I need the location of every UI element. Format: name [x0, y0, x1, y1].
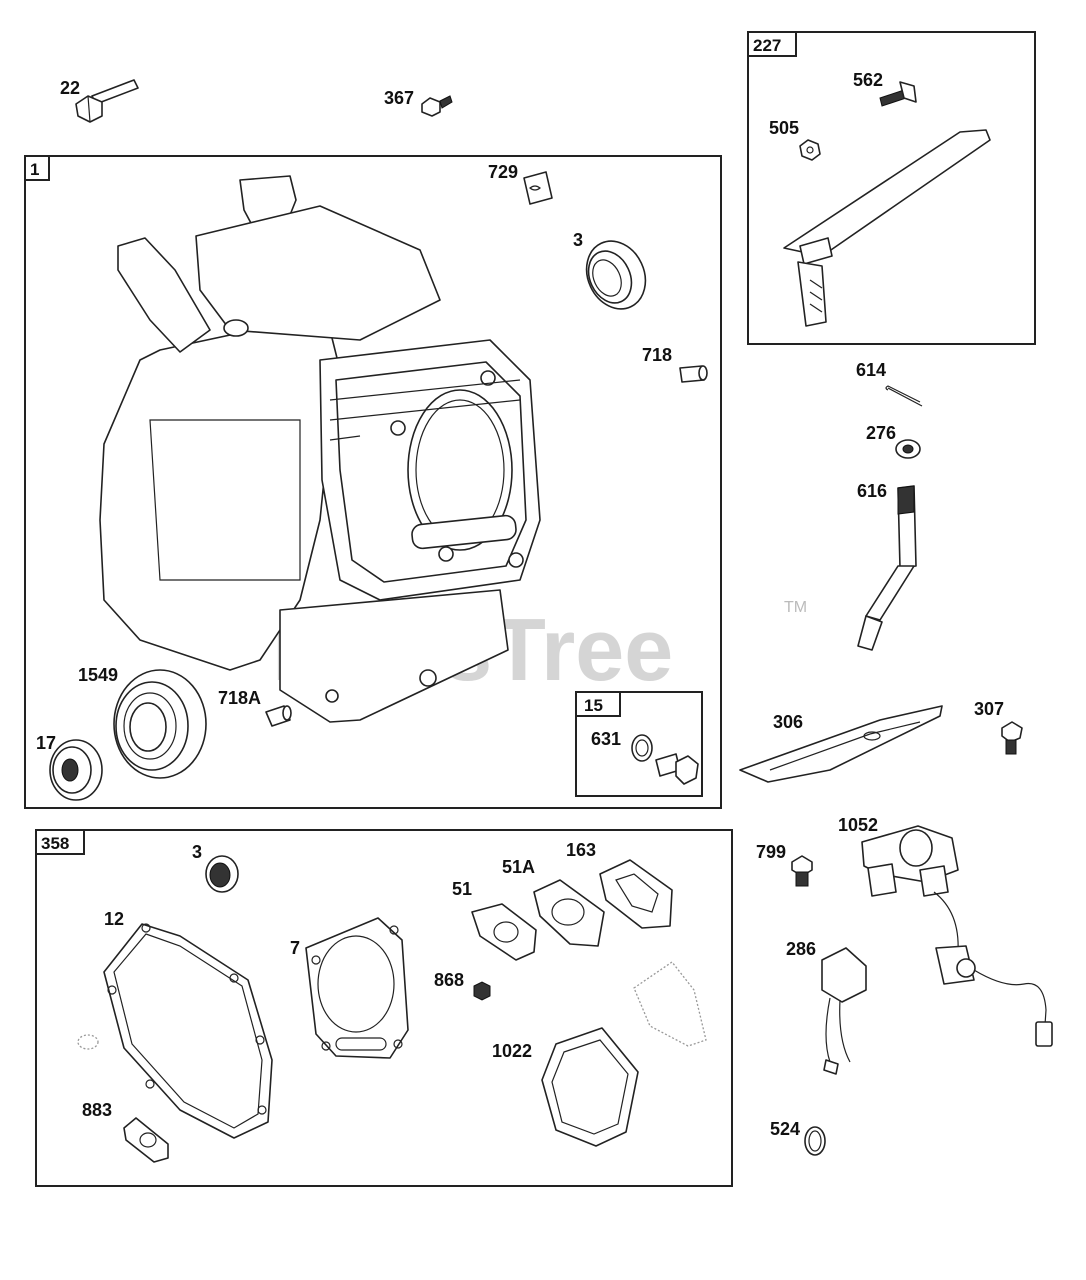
part-label-276[interactable]: 276: [866, 423, 896, 443]
group-tag-box-358: [35, 829, 85, 855]
group-box-227: [747, 31, 1036, 345]
part-616-shaft[interactable]: [857, 485, 917, 651]
part-1-cylinder-block[interactable]: [99, 175, 541, 723]
group-tag-box-227: [747, 31, 797, 57]
part-label-163[interactable]: 163: [566, 840, 596, 860]
part-3-oil-seal[interactable]: [576, 231, 656, 318]
part-label-524[interactable]: 524: [770, 1119, 800, 1139]
part-label-799[interactable]: 799: [756, 842, 786, 862]
part-label-718[interactable]: 718: [642, 345, 672, 365]
part-label-306[interactable]: 306: [773, 712, 803, 732]
part-label-51A[interactable]: 51A: [502, 857, 535, 877]
part-label-505[interactable]: 505: [769, 118, 799, 138]
part-631-washer[interactable]: [631, 734, 653, 762]
part-label-51[interactable]: 51: [452, 879, 472, 899]
group-box-15: [575, 691, 703, 797]
part-label-1549[interactable]: 1549: [78, 665, 118, 685]
part-868-nut[interactable]: [473, 981, 491, 1001]
part-label-718A[interactable]: 718A: [218, 688, 261, 708]
group-tag-15: 15: [584, 696, 603, 715]
part-729-plate[interactable]: [523, 171, 553, 205]
part-label-1022[interactable]: 1022: [492, 1041, 532, 1061]
part-label-3-crankcase[interactable]: 3: [573, 230, 583, 250]
part-276-seal[interactable]: [895, 439, 921, 459]
ghost-washer: [77, 1034, 99, 1050]
part-15-drain-plug[interactable]: [655, 753, 699, 785]
part-7-head-gasket[interactable]: [305, 917, 409, 1059]
group-tag-box-1: [24, 155, 50, 181]
watermark-trademark: TM: [784, 599, 807, 616]
part-883-gasket[interactable]: [123, 1117, 169, 1163]
group-tag-1: 1: [30, 160, 39, 179]
part-label-868[interactable]: 868: [434, 970, 464, 990]
part-614-pin[interactable]: [885, 385, 923, 407]
part-718A-dowel[interactable]: [265, 705, 292, 727]
part-label-22[interactable]: 22: [60, 78, 80, 98]
part-367-bolt[interactable]: [421, 95, 453, 117]
part-718-dowel[interactable]: [679, 365, 708, 383]
part-306-shield[interactable]: [739, 705, 943, 783]
part-label-631[interactable]: 631: [591, 729, 621, 749]
group-box-1: [24, 155, 722, 809]
part-label-307[interactable]: 307: [974, 699, 1004, 719]
part-562-bolt[interactable]: [879, 81, 917, 107]
part-799-screw[interactable]: [791, 855, 813, 887]
part-label-616[interactable]: 616: [857, 481, 887, 501]
part-1549-bearing[interactable]: [113, 669, 207, 779]
part-524-o-ring[interactable]: [804, 1126, 826, 1156]
part-286-module[interactable]: [821, 947, 867, 1075]
part-17-bearing[interactable]: [49, 739, 103, 801]
part-label-883[interactable]: 883: [82, 1100, 112, 1120]
part-label-729[interactable]: 729: [488, 162, 518, 182]
part-22-bolt[interactable]: [75, 79, 139, 123]
part-label-17[interactable]: 17: [36, 733, 56, 753]
part-1052-oil-sensor[interactable]: [861, 825, 1053, 1047]
part-label-7[interactable]: 7: [290, 938, 300, 958]
part-307-screw[interactable]: [1001, 721, 1023, 755]
part-label-1052[interactable]: 1052: [838, 815, 878, 835]
part-label-367[interactable]: 367: [384, 88, 414, 108]
part-51A-gasket[interactable]: [533, 879, 605, 947]
part-163-gasket[interactable]: [599, 859, 673, 929]
part-505-nut[interactable]: [799, 139, 821, 161]
part-label-562[interactable]: 562: [853, 70, 883, 90]
part-1022-cover-gasket[interactable]: [541, 1027, 639, 1147]
part-label-614[interactable]: 614: [856, 360, 886, 380]
ghost-gasket: [633, 961, 707, 1047]
part-12-crankcase-gasket[interactable]: [103, 923, 273, 1139]
group-tag-227: 227: [753, 36, 781, 55]
part-51-gasket[interactable]: [471, 903, 537, 961]
group-tag-358: 358: [41, 834, 69, 853]
part-label-3-gasket-set[interactable]: 3: [192, 842, 202, 862]
group-box-358: [35, 829, 733, 1187]
part-label-12[interactable]: 12: [104, 909, 124, 929]
part-227-governor-lever[interactable]: [783, 129, 991, 327]
group-tag-box-15: [575, 691, 621, 717]
part-label-286[interactable]: 286: [786, 939, 816, 959]
part-3-seal-gasket-set[interactable]: [205, 855, 239, 893]
